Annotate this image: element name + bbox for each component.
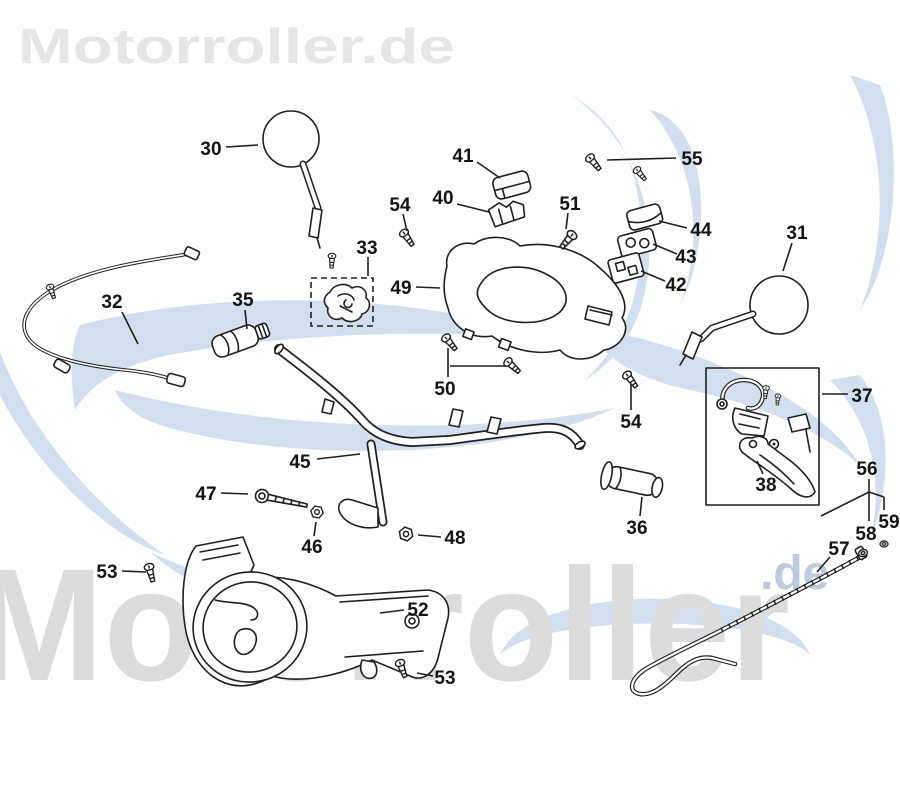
callout-41-1: 41 — [452, 146, 474, 167]
callout-45-17: 45 — [289, 452, 311, 473]
leader-line-31-7 — [782, 242, 793, 272]
top-brand-watermark: Motorroller.de — [18, 20, 455, 74]
leader-line-42-10 — [640, 270, 666, 282]
leader-line-43-9 — [652, 243, 678, 255]
part-lower-cover — [142, 536, 450, 687]
part-switch-housings-right — [607, 203, 664, 284]
leader-line-52-28 — [379, 609, 405, 614]
part-switch-detail — [310, 252, 374, 327]
callout-54-15: 54 — [620, 412, 642, 433]
callout-36-21: 36 — [626, 518, 647, 539]
callout-51-5: 51 — [559, 194, 581, 215]
callout-49-11: 49 — [390, 278, 411, 299]
leader-line-46-23 — [313, 521, 317, 537]
leader-line-51-5 — [565, 212, 569, 230]
callout-57-26: 57 — [828, 539, 849, 560]
callout-56-19: 56 — [856, 459, 877, 480]
leader-line-56-19 — [820, 491, 870, 517]
leader-line-44-6 — [658, 220, 688, 229]
callout-53-27: 53 — [96, 562, 117, 583]
leader-line-45-17 — [316, 453, 361, 460]
part-upper-cover — [443, 236, 627, 360]
swirl-watermark — [0, 75, 894, 655]
callout-50-14: 50 — [434, 379, 455, 400]
leader-line-38-18 — [756, 460, 764, 475]
callout-42-10: 42 — [665, 275, 686, 296]
leader-line-40-4 — [456, 203, 490, 213]
part-grip — [600, 461, 664, 499]
leader-line-54-3 — [402, 213, 408, 232]
callout-44-6: 44 — [690, 220, 712, 241]
callout-47-20: 47 — [195, 484, 216, 505]
leader-line-57-26 — [816, 556, 831, 573]
part-handlebar — [273, 343, 586, 529]
leader-line-55-2 — [606, 157, 677, 161]
leader-line-41-1 — [476, 161, 501, 179]
callout-35-13: 35 — [232, 290, 254, 311]
callout-37-16: 37 — [851, 386, 872, 407]
leader-line-53-29 — [416, 672, 434, 677]
callout-52-28: 52 — [407, 600, 428, 621]
part-throttle-sleeve — [211, 322, 271, 358]
callout-58-25: 58 — [855, 524, 876, 545]
part-cable — [22, 246, 201, 388]
callout-30-0: 30 — [200, 139, 221, 160]
callout-53-29: 53 — [434, 668, 455, 689]
leader-line-35-13 — [244, 309, 248, 330]
leader-line-53-27 — [121, 570, 147, 573]
leader-line-36-21 — [639, 496, 643, 517]
leader-line-49-11 — [415, 286, 441, 289]
part-left-mirror — [262, 110, 323, 249]
callout-38-18: 38 — [755, 475, 776, 496]
leader-line-56-19 — [868, 491, 885, 498]
part-brake-assembly-box — [705, 367, 820, 506]
leader-line-48-22 — [417, 534, 442, 538]
callout-33-8: 33 — [356, 238, 377, 259]
part-switch-housings-left — [487, 170, 532, 228]
part-speedo-cable — [630, 540, 889, 697]
part-right-mirror — [679, 275, 809, 366]
callout-31-7: 31 — [786, 223, 808, 244]
callout-40-4: 40 — [432, 188, 453, 209]
callout-59-24: 59 — [878, 512, 899, 533]
leader-line-47-20 — [220, 492, 249, 495]
part-brake-lever — [738, 435, 816, 498]
callout-54-3: 54 — [389, 195, 411, 216]
callout-55-2: 55 — [681, 149, 703, 170]
part-fasteners — [254, 488, 416, 543]
leader-line-30-0 — [225, 144, 259, 148]
callout-48-22: 48 — [444, 528, 465, 549]
callout-layer: 30 41 55 54 40 51 44 31 33 43 42 49 32 35 50 54 37 45 38 56… — [96, 139, 899, 689]
callout-46-23: 46 — [301, 537, 322, 558]
callout-32-12: 32 — [101, 292, 122, 313]
callout-43-9: 43 — [675, 247, 696, 268]
leader-line-32-12 — [121, 311, 139, 345]
